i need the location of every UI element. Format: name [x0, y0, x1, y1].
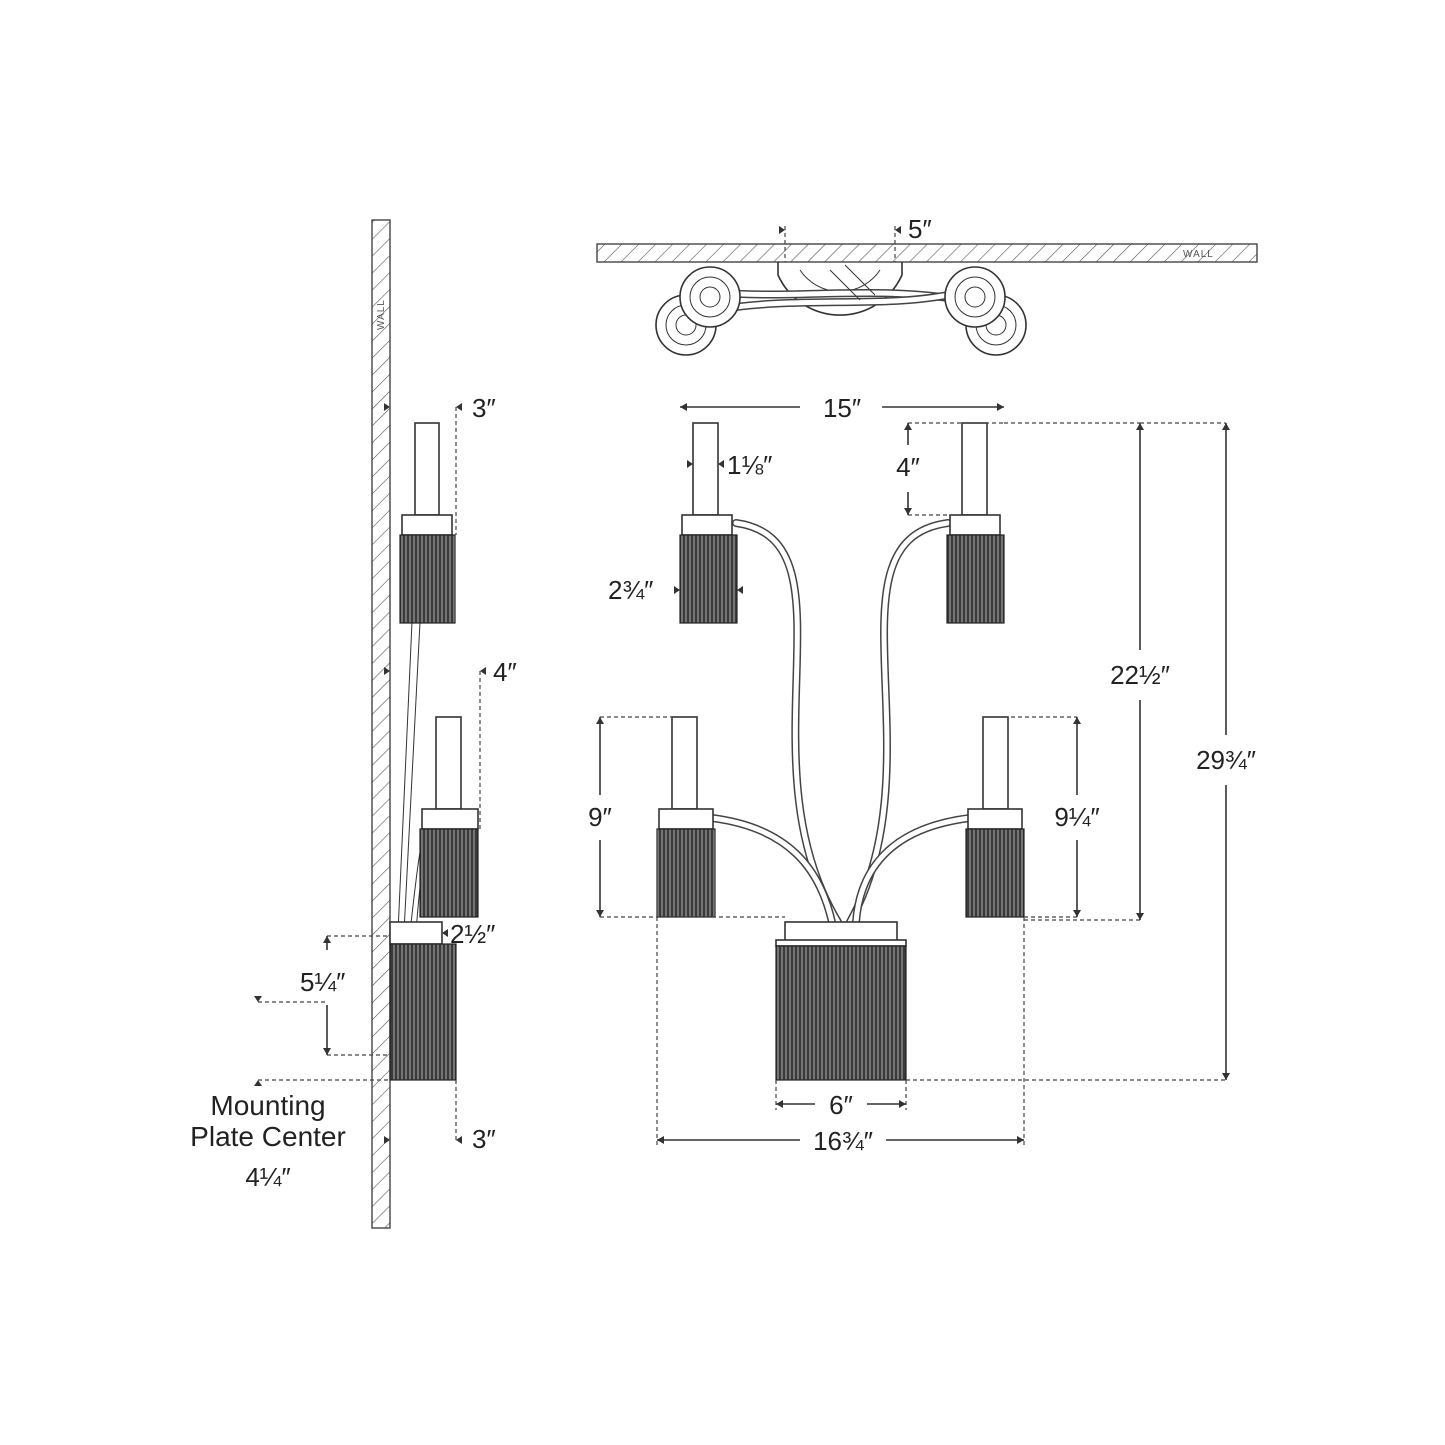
- front-mid-right-tube: [982, 716, 1009, 810]
- side-wall: [371, 219, 391, 1229]
- dim-front-overall-width: 16¾″: [813, 1126, 873, 1156]
- mounting-label-line2: Plate Center: [190, 1121, 346, 1152]
- front-mid-left-tube: [671, 716, 698, 810]
- dim-front-top-span: 15″: [823, 393, 861, 423]
- front-top-right-collar: [949, 514, 1001, 536]
- front-bottom-collar: [775, 939, 907, 947]
- side-view: WALL 3″ 4″ 2½″: [190, 219, 517, 1229]
- top-wall: [596, 243, 1258, 263]
- dim-side-projection: 4¼″: [245, 1162, 290, 1192]
- dim-front-top-tube-height: 4″: [896, 452, 920, 482]
- side-mid-tube: [435, 716, 462, 810]
- side-backplate: [389, 921, 443, 945]
- side-top-shade: [399, 534, 456, 624]
- front-mid-left-collar: [658, 808, 714, 830]
- side-mid-collar: [421, 808, 479, 830]
- front-bottom-shade: [775, 945, 907, 1081]
- dim-front-left-mid-height: 9″: [588, 802, 612, 832]
- dim-front-height-upper: 22½″: [1110, 660, 1170, 690]
- front-mid-right-shade: [965, 828, 1025, 918]
- dim-side-mid-tube: 4″: [493, 657, 517, 687]
- front-mid-right-collar: [967, 808, 1023, 830]
- side-bottom-shade: [389, 943, 457, 1081]
- dim-front-shade-width: 2¾″: [608, 575, 653, 605]
- front-top-right-tube: [961, 422, 988, 516]
- dim-side-mount-offset: 5¼″: [300, 967, 345, 997]
- dim-front-right-mid-height: 9¼″: [1054, 802, 1099, 832]
- dim-side-backplate: 2½″: [450, 919, 495, 949]
- dim-side-top-tube: 3″: [472, 393, 496, 423]
- side-top-tube: [414, 422, 440, 516]
- front-view: 15″ 1⅛″ 4″ 2¾″ 22½″ 29¾″: [588, 393, 1256, 1156]
- dim-side-bottom-shade: 3″: [472, 1124, 496, 1154]
- dim-front-tube-width: 1⅛″: [727, 450, 772, 480]
- dim-top-depth: 5″: [908, 214, 932, 244]
- top-wall-label: WALL: [1183, 249, 1214, 260]
- side-top-collar: [401, 514, 453, 536]
- side-wall-label: WALL: [376, 299, 387, 330]
- front-top-left-shade: [679, 534, 738, 624]
- front-mid-left-shade: [656, 828, 716, 918]
- front-top-left-collar: [681, 514, 733, 536]
- dim-front-bottom-shade-width: 6″: [829, 1090, 853, 1120]
- front-top-left-tube: [692, 422, 719, 516]
- mounting-label-line1: Mounting: [210, 1090, 325, 1121]
- dim-front-height-overall: 29¾″: [1196, 745, 1256, 775]
- front-top-right-shade: [946, 534, 1005, 624]
- side-mid-shade: [419, 828, 479, 918]
- top-view: WALL 5″: [596, 214, 1258, 356]
